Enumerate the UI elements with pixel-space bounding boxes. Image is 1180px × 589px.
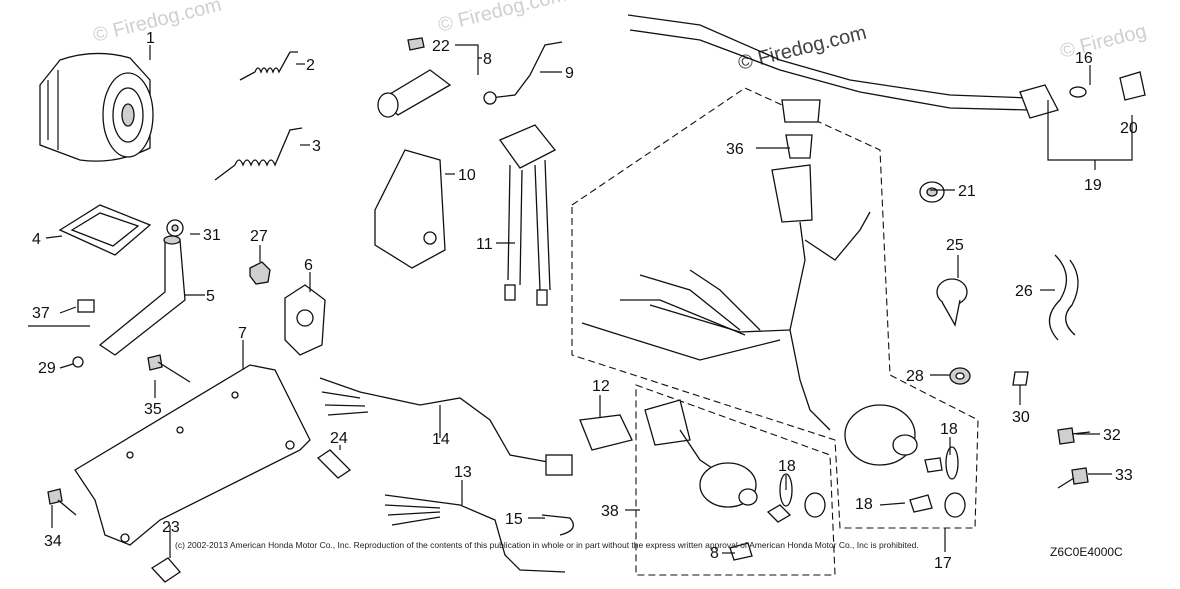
leader-lines <box>45 44 1133 558</box>
callout-11: 11 <box>476 236 493 253</box>
callout-8: 8 <box>483 51 492 68</box>
callout-18: 18 <box>940 421 958 438</box>
callout-18: 18 <box>778 458 796 475</box>
callout-6: 6 <box>304 257 313 274</box>
copyright-notice: (c) 2002-2013 American Honda Motor Co., … <box>175 540 919 550</box>
part-grommet <box>919 181 945 203</box>
part-ground-wire <box>483 41 563 105</box>
callout-33: 33 <box>1115 467 1133 484</box>
part-rectifier <box>499 124 557 306</box>
callout-27: 27 <box>250 228 268 245</box>
callout-37: 37 <box>32 305 50 322</box>
part-gasket <box>58 204 152 256</box>
callout-24: 24 <box>330 430 348 447</box>
callout-18: 18 <box>855 496 873 513</box>
callout-20: 20 <box>1120 120 1138 137</box>
part-main-harness <box>581 211 871 431</box>
part-clamp <box>166 219 184 237</box>
group-frame-17 <box>571 87 979 529</box>
part-small-clip <box>1012 371 1029 386</box>
part-bolt-35 <box>147 354 191 383</box>
callout-3: 3 <box>312 138 321 155</box>
callout-31: 31 <box>203 227 221 244</box>
part-collar-24 <box>316 449 352 479</box>
callout-13: 13 <box>454 464 472 481</box>
part-harness-14 <box>319 377 573 476</box>
watermark: © Firedog.com <box>91 0 224 47</box>
callout-22: 22 <box>432 38 450 55</box>
callout-36: 36 <box>726 141 744 158</box>
callout-5: 5 <box>206 288 215 305</box>
part-nut <box>249 261 271 285</box>
part-small-clip <box>72 356 84 368</box>
group-frame-38 <box>635 384 836 576</box>
callout-2: 2 <box>306 57 315 74</box>
callout-23: 23 <box>162 519 180 536</box>
watermark: © Firedog <box>1058 20 1149 63</box>
part-ignition-switch-38 <box>644 399 758 508</box>
callout-35: 35 <box>144 401 162 418</box>
callout-21: 21 <box>958 183 976 200</box>
part-clip <box>28 299 95 327</box>
watermark: © Firedog.com <box>436 0 569 37</box>
part-ignition-switch <box>844 404 918 466</box>
part-cap <box>1119 71 1146 101</box>
part-key <box>909 494 933 513</box>
callout-15: 15 <box>505 511 523 528</box>
part-harness-13 <box>384 494 566 573</box>
callout-34: 34 <box>44 533 62 550</box>
callout-25: 25 <box>946 237 964 254</box>
callout-16: 16 <box>1075 50 1093 67</box>
part-screw <box>407 37 425 51</box>
part-band <box>936 278 968 327</box>
part-washer <box>949 367 971 385</box>
callout-38: 38 <box>601 503 619 520</box>
part-fuse-cover <box>771 99 821 223</box>
part-collar-23 <box>150 557 181 583</box>
part-bolt-33 <box>1057 467 1089 489</box>
part-clamp-15 <box>541 514 574 536</box>
diagram-code: Z6C0E4000C <box>1050 545 1123 559</box>
callout-26: 26 <box>1015 283 1033 300</box>
part-spring-small <box>239 51 298 81</box>
part-bolt-34 <box>47 488 77 516</box>
part-key <box>924 446 966 518</box>
callout-28: 28 <box>906 368 924 385</box>
callout-1: 1 <box>146 30 155 47</box>
callout-14: 14 <box>432 431 450 448</box>
part-bracket-gasket <box>284 284 326 356</box>
callout-19: 19 <box>1084 177 1102 194</box>
part-key <box>766 473 826 523</box>
callout-32: 32 <box>1103 427 1121 444</box>
part-control-box <box>374 149 446 269</box>
callout-30: 30 <box>1012 409 1030 426</box>
part-spring-large <box>214 127 303 181</box>
callout-7: 7 <box>238 325 247 342</box>
callout-12: 12 <box>592 378 610 395</box>
part-connector <box>377 69 452 118</box>
part-key <box>729 542 753 561</box>
part-cover-plate <box>74 364 311 546</box>
callout-8-lower: 8 <box>710 545 719 562</box>
callout-9: 9 <box>565 65 574 82</box>
callout-10: 10 <box>458 167 476 184</box>
part-bulb <box>1069 86 1087 98</box>
callout-29: 29 <box>38 360 56 377</box>
callout-17: 17 <box>934 555 952 572</box>
part-oil-filter <box>39 52 154 162</box>
part-plug <box>579 414 633 451</box>
callout-4: 4 <box>32 231 41 248</box>
part-bolt-32 <box>1057 427 1091 445</box>
part-wire-clip <box>1048 254 1079 341</box>
